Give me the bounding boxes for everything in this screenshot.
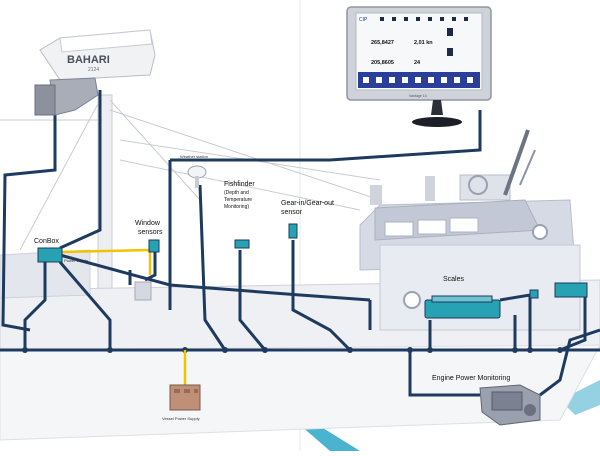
display-model: Vantage 10 — [409, 94, 427, 98]
display-status-icons — [380, 17, 468, 21]
winch-label-2: sensors — [138, 229, 163, 236]
conbox: ConBox Power supply — [34, 238, 88, 263]
display-brand: CIP — [359, 17, 368, 23]
display-value-1: 265,8427 — [371, 40, 394, 46]
vessel-power-label: Vessel Power Supply — [162, 416, 200, 421]
gear-sensor: Gear-in/Gear-out sensor — [281, 200, 334, 239]
gear-label-1: Gear-in/Gear-out — [281, 200, 334, 207]
fishfinder-label-4: Monitoring) — [224, 204, 249, 210]
display-value-2: 2,01 kn — [414, 40, 433, 46]
engine-label: Engine Power Monitoring — [432, 375, 510, 382]
conbox-label: ConBox — [34, 238, 59, 245]
vessel-display: CIP 265,8427 2,01 kn 205,8605 24 Vantage… — [346, 6, 492, 127]
satellite-antenna: BAHARI 2124 — [34, 29, 156, 116]
wheelhouse — [359, 129, 581, 331]
gear-label-2: sensor — [281, 209, 303, 216]
weather-station: Weather station — [180, 154, 208, 188]
engine-monitoring: Engine Power Monitoring — [432, 375, 541, 426]
winch-sensor: Window sensors — [134, 220, 163, 301]
vessel-power-supply: Vessel Power Supply — [162, 384, 201, 421]
display-value-3: 205,8605 — [371, 60, 394, 66]
data-cables — [0, 88, 600, 397]
scales-label: Scales — [443, 276, 465, 283]
power-supply-label: Power supply — [64, 258, 88, 263]
display-nav-bar — [358, 72, 480, 88]
scales: Scales — [424, 276, 588, 319]
weather-station-label: Weather station — [180, 154, 208, 159]
display-value-4: 24 — [414, 60, 421, 66]
fishfinder: Fishfinder (Depth and Temperature Monito… — [224, 181, 255, 249]
antenna-brand: BAHARI — [67, 54, 110, 66]
antenna-model: 2124 — [88, 67, 99, 73]
winch-label-1: Window — [135, 220, 161, 227]
fishfinder-label-3: Temperature — [224, 197, 252, 203]
fishfinder-label-1: Fishfinder — [224, 181, 255, 188]
fishfinder-label-2: (Depth and — [224, 190, 249, 196]
